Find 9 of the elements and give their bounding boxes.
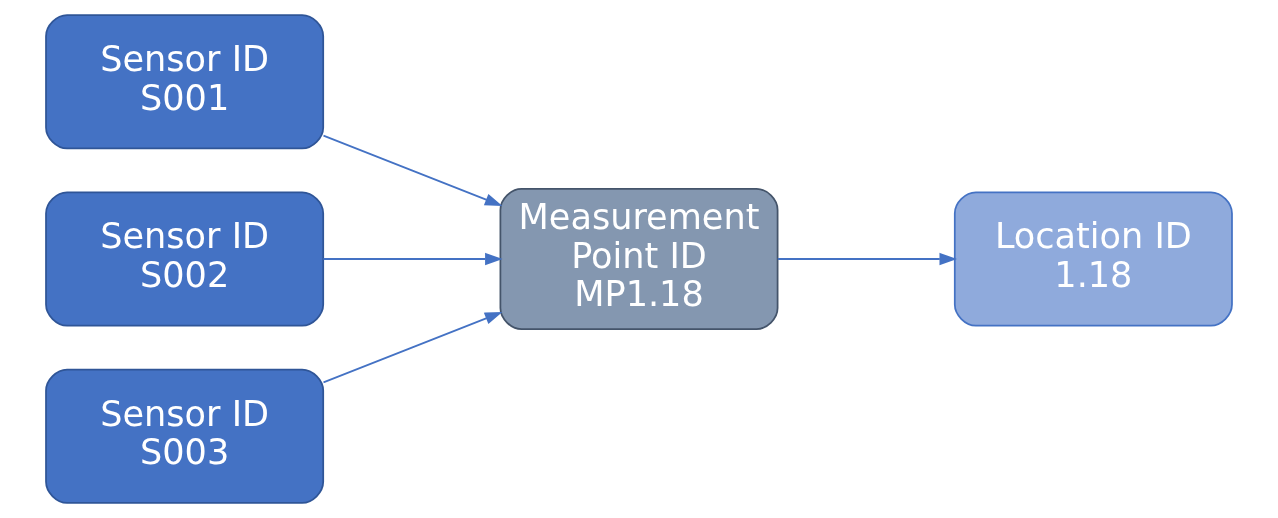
arrow [777, 252, 958, 266]
arrow [322, 252, 503, 266]
node-box: Measurement Point ID MP1.18 [499, 187, 779, 331]
node-box: Sensor ID S003 [45, 368, 325, 504]
node-box: Sensor ID S002 [45, 191, 325, 327]
node-box: Location ID 1.18 [953, 191, 1233, 327]
arrow [322, 311, 503, 384]
node-box: Sensor ID S001 [45, 14, 325, 150]
arrow [322, 134, 503, 207]
